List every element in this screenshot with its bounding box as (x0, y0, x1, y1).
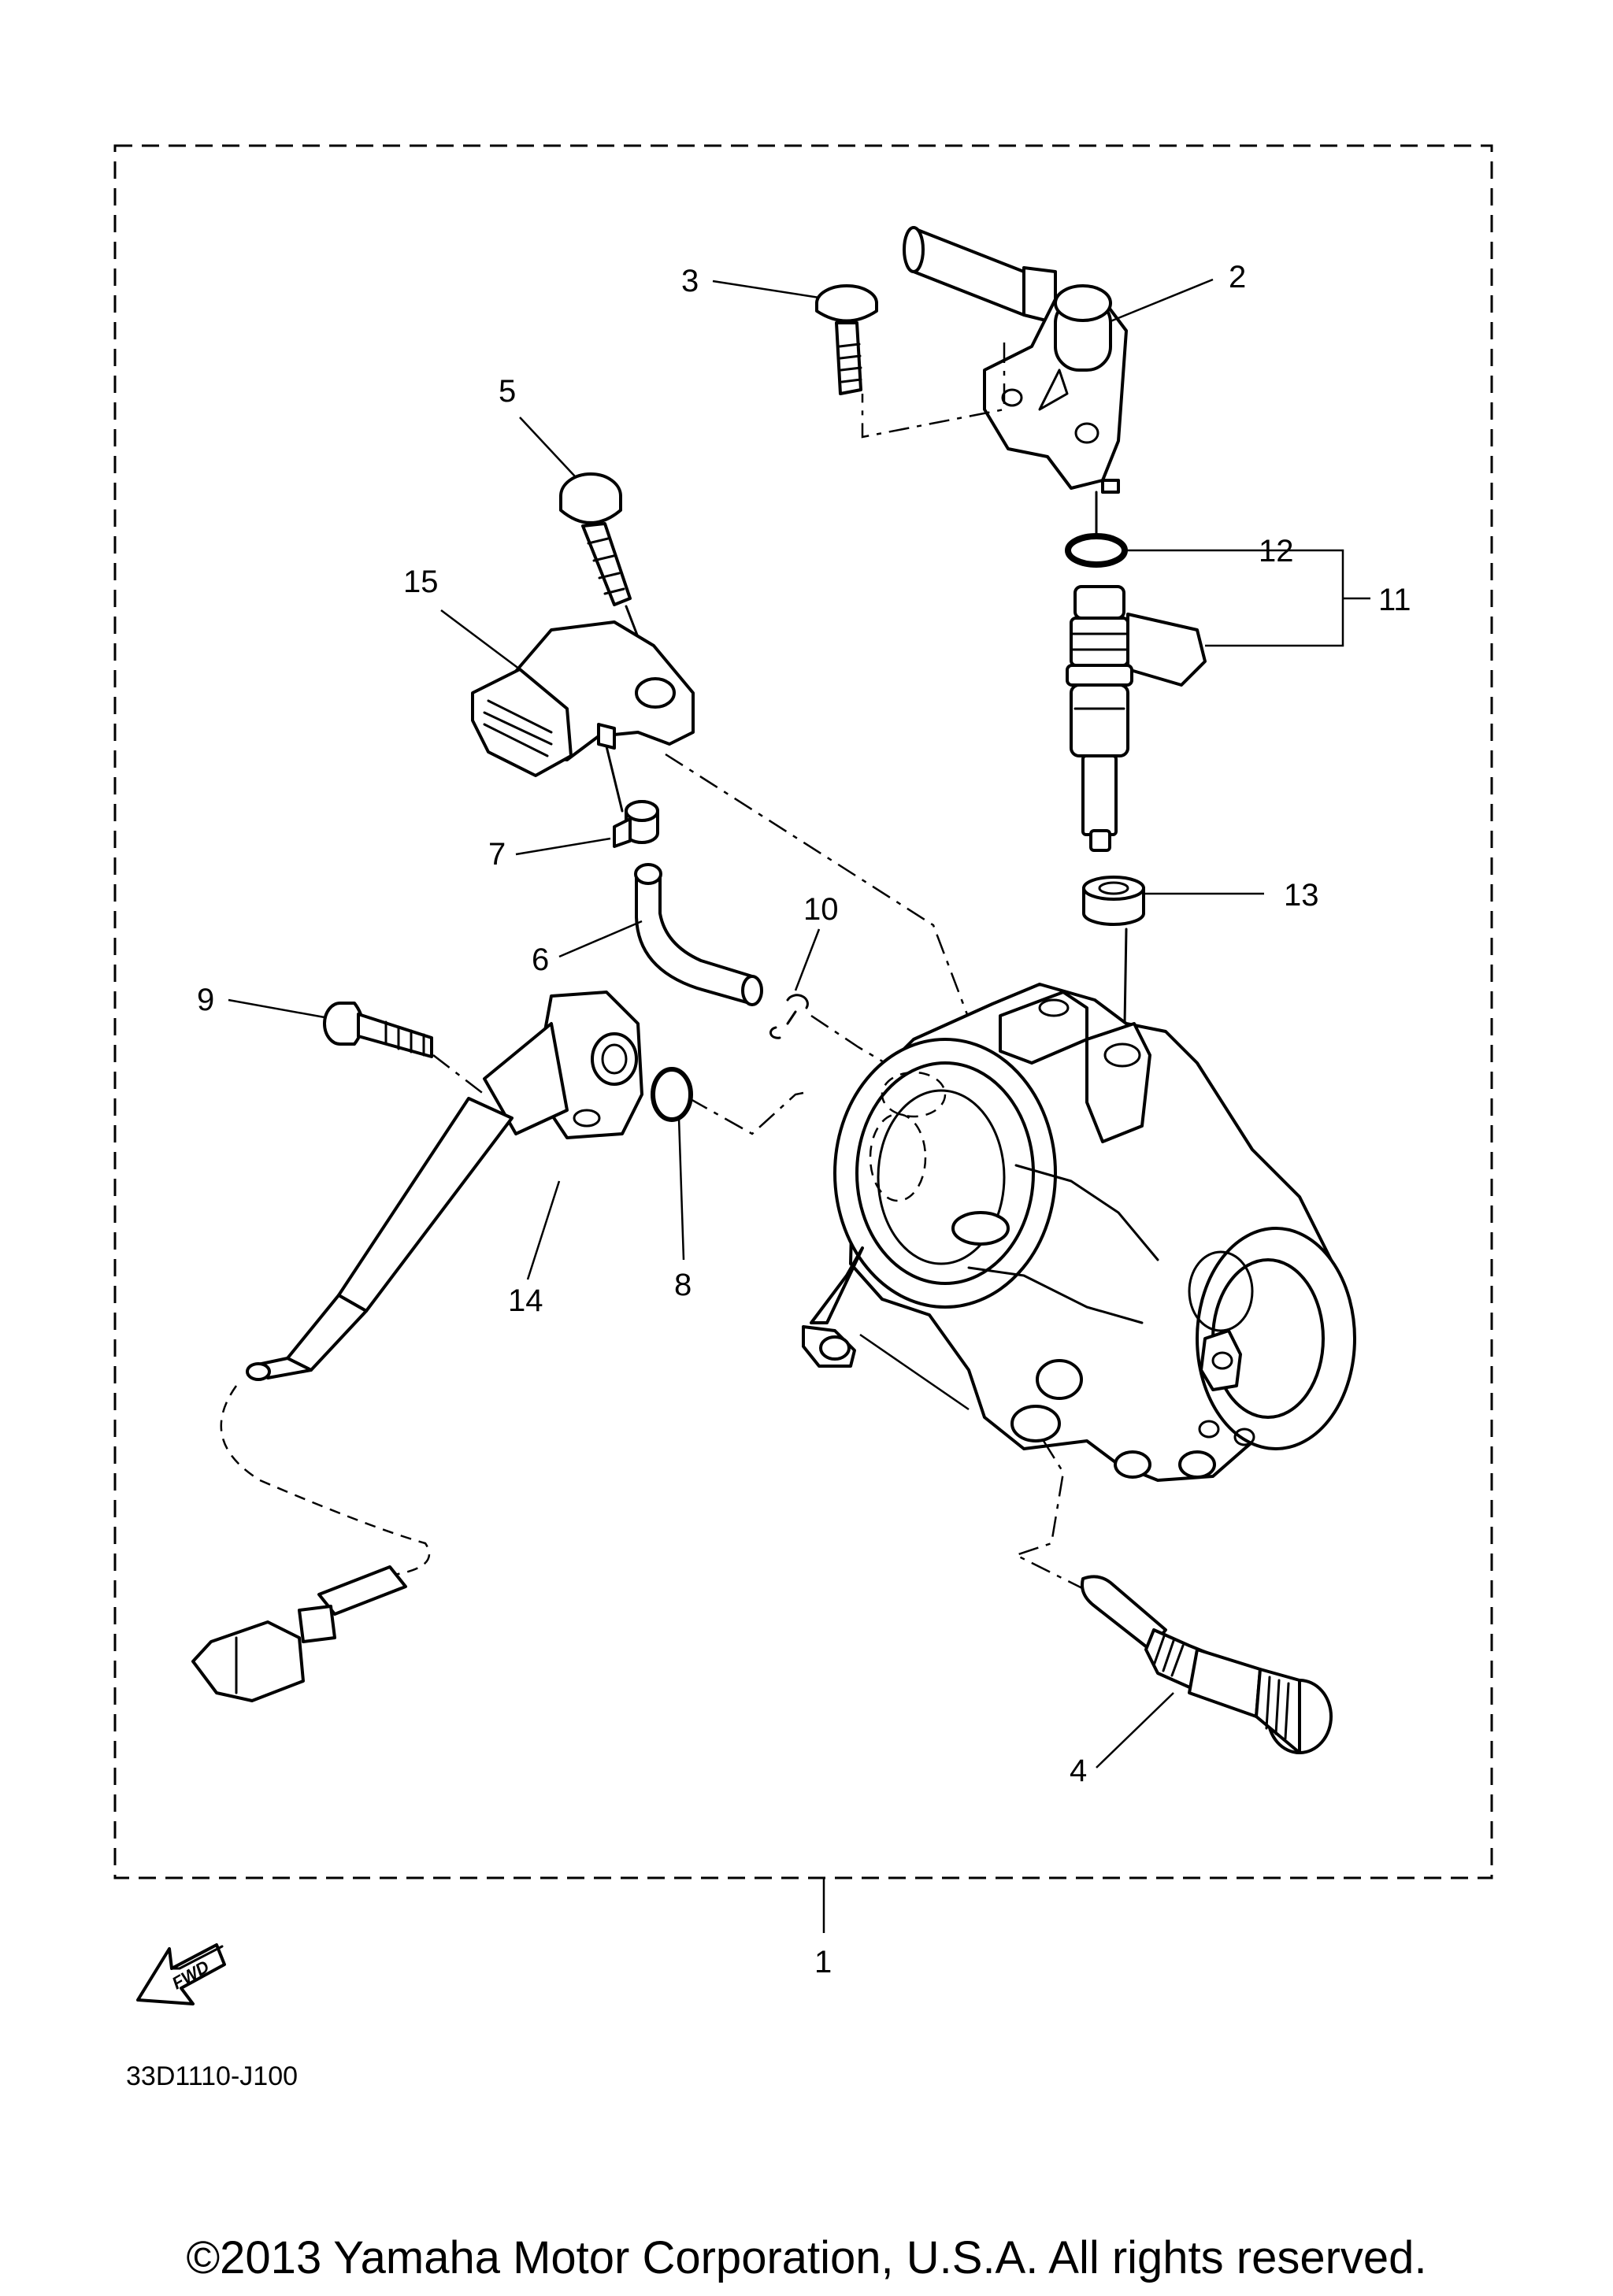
fwd-arrow-icon: FWD (136, 1943, 226, 2005)
callout-8: 8 (674, 1268, 692, 1302)
callout-3: 3 (681, 264, 699, 298)
part-15-map-sensor (471, 620, 695, 777)
part-4-temp-sensor (1081, 1575, 1333, 1754)
part-6-hose (634, 863, 763, 1006)
callout-4: 4 (1070, 1753, 1087, 1788)
callout-12: 12 (1259, 534, 1294, 568)
callout-10: 10 (803, 892, 839, 927)
copyright-notice: ©2013 Yamaha Motor Corporation, U.S.A. A… (186, 2232, 1427, 2283)
part-2-sensor (903, 226, 1128, 494)
callout-15: 15 (403, 565, 439, 599)
part-9-bolt (323, 1002, 433, 1058)
diagram-code: 33D1110-J100 (126, 2061, 298, 2091)
part-13-seal (1082, 876, 1145, 926)
part-10-clip (769, 994, 809, 1039)
callout-9: 9 (197, 983, 214, 1017)
part-7-clip (613, 800, 659, 848)
part-8-o-ring (651, 1067, 693, 1122)
callout-7: 7 (488, 837, 506, 872)
part-3-bolt (815, 284, 878, 395)
callout-6: 6 (532, 942, 549, 977)
part-12-o-ring (1065, 533, 1128, 568)
part-14-tps (191, 991, 643, 1702)
callout-5: 5 (499, 374, 516, 409)
part-11-injector (1066, 585, 1207, 852)
part-5-bolt (559, 472, 632, 606)
callout-13: 13 (1284, 878, 1319, 913)
throttle-body (802, 983, 1356, 1482)
callout-14: 14 (508, 1283, 543, 1318)
callout-1: 1 (814, 1945, 832, 1979)
callout-11: 11 (1378, 583, 1411, 617)
callout-2: 2 (1229, 260, 1246, 294)
